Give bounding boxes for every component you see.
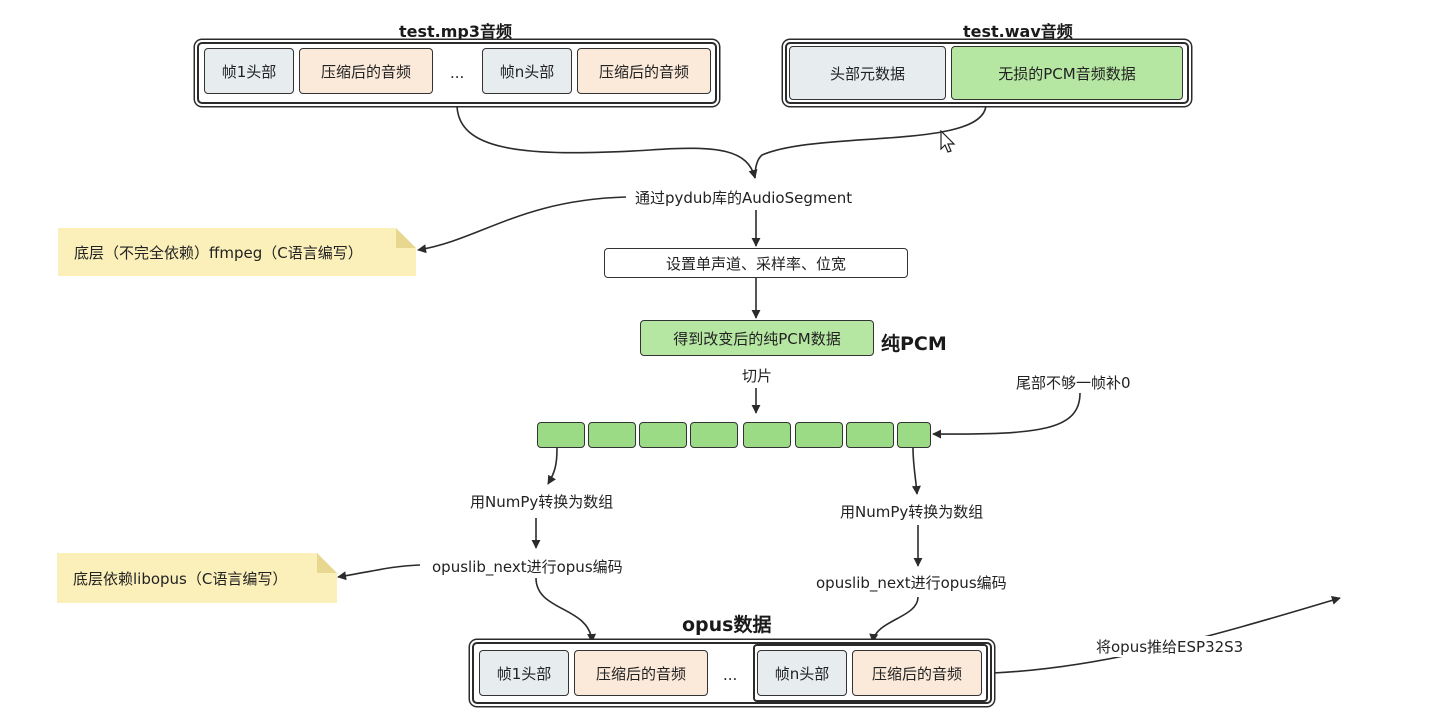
opus-to-libopus-arrow: [337, 564, 421, 581]
mp3-framen-header: 帧n头部: [482, 48, 572, 94]
pydub-to-ffmpeg-arrow: [417, 196, 627, 254]
note-fold-corner: [317, 553, 337, 573]
push-esp-label: 将opus推给ESP32S3: [1094, 636, 1246, 657]
mp3-framen-audio: 压缩后的音频: [577, 48, 711, 94]
pad-zero-label: 尾部不够一帧补0: [1014, 372, 1133, 393]
libopus-note-text: 底层依赖libopus（C语言编写）: [73, 569, 288, 588]
opus-left-to-data-arrow: [535, 577, 597, 643]
mp3-to-pydub-arrow: [456, 103, 758, 179]
wav-container: 头部元数据 无损的PCM音频数据: [785, 42, 1189, 104]
opus-framen-audio: 压缩后的音频: [852, 650, 982, 696]
libopus-note: 底层依赖libopus（C语言编写）: [57, 553, 337, 603]
wav-title: test.wav音频: [963, 22, 1073, 41]
pcm-slice-block: [846, 422, 894, 448]
opus-encode-left-label: opuslib_next进行opus编码: [430, 556, 625, 577]
opus-title: opus数据: [682, 614, 772, 636]
mp3-title: test.mp3音频: [399, 22, 513, 41]
mouse-cursor-icon: [940, 130, 956, 153]
ffmpeg-note-text: 底层（不完全依赖）ffmpeg（C语言编写）: [74, 243, 363, 262]
slice8-to-numpy-arrow: [911, 447, 921, 495]
pcm-slice-block: [795, 422, 843, 448]
pcm-slice-block: [743, 422, 791, 448]
pure-pcm-title: 纯PCM: [881, 333, 947, 355]
opus-frame-container: 帧1头部 压缩后的音频 ... 帧n头部 压缩后的音频: [472, 642, 992, 704]
pcm-result-box: 得到改变后的纯PCM数据: [640, 320, 874, 356]
pcm-slice-block: [588, 422, 636, 448]
opus-frame1-header: 帧1头部: [479, 650, 569, 696]
numpy-right-label: 用NumPy转换为数组: [838, 501, 986, 522]
mp3-frame-container: 帧1头部 压缩后的音频 ... 帧n头部 压缩后的音频: [197, 42, 717, 104]
pcm-slice-block: [639, 422, 687, 448]
numpy-left-label: 用NumPy转换为数组: [468, 491, 616, 512]
wav-to-pydub-arrow: [754, 103, 987, 179]
opus-framen-header: 帧n头部: [757, 650, 847, 696]
pydub-label: 通过pydub库的AudioSegment: [633, 187, 855, 208]
mp3-ellipsis: ...: [450, 64, 465, 82]
opus-framen-group: 帧n头部 压缩后的音频: [753, 644, 988, 702]
pad-zero-arrow: [932, 392, 1081, 439]
mp3-frame1-audio: 压缩后的音频: [299, 48, 433, 94]
ffmpeg-note: 底层（不完全依赖）ffmpeg（C语言编写）: [58, 228, 416, 276]
wav-pcm-box: 无损的PCM音频数据: [951, 46, 1183, 100]
opus-right-to-data-arrow: [869, 596, 919, 643]
opus-frame1-audio: 压缩后的音频: [574, 650, 708, 696]
slice1-to-numpy-arrow: [547, 447, 558, 485]
opus-encode-right-label: opuslib_next进行opus编码: [814, 572, 1009, 593]
opus-ellipsis: ...: [723, 666, 738, 684]
slice-label: 切片: [740, 365, 775, 386]
pcm-slice-block: [690, 422, 738, 448]
note-fold-corner: [396, 228, 416, 248]
pcm-slice-block: [897, 422, 931, 448]
pcm-slice-block: [537, 422, 585, 448]
set-params-box: 设置单声道、采样率、位宽: [604, 248, 908, 278]
wav-header-box: 头部元数据: [789, 46, 946, 100]
mp3-frame1-header: 帧1头部: [204, 48, 294, 94]
